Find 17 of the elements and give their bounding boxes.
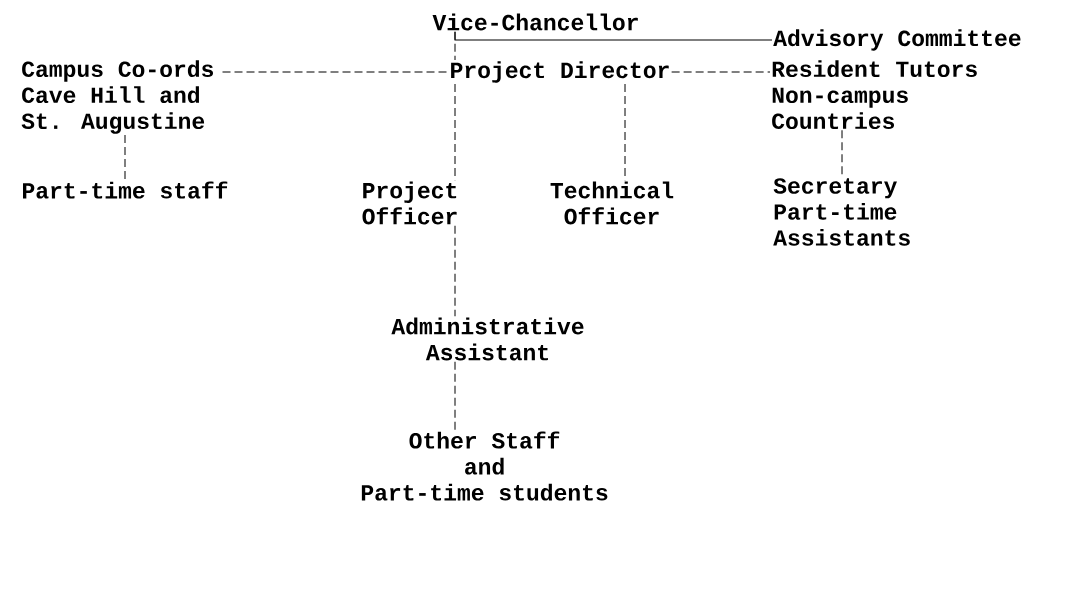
position-label: Administrative Assistant — [391, 317, 584, 361]
connector-line — [454, 361, 456, 431]
position-label: Part-time staff — [23, 181, 228, 199]
connector-line — [671, 71, 771, 73]
position-label: Project Officer — [362, 181, 457, 225]
connector-line — [454, 31, 773, 41]
position-label: Technical Officer — [550, 181, 674, 225]
position-label: Resident Tutors Non-campus Countries — [772, 60, 977, 130]
position-label: Vice-Chancellor — [432, 13, 638, 31]
position-label: Advisory Committee — [773, 29, 1021, 51]
connector-line — [222, 71, 449, 73]
connector-line — [124, 134, 126, 181]
position-label: Secretary Part-time Assistants — [773, 178, 910, 246]
position-label: Other Staff and Part-time students — [361, 431, 608, 501]
position-label: Campus Co-ords Cave Hill and St. Augustine — [21, 60, 213, 134]
connector-line — [454, 225, 456, 317]
position-label: Project Director — [451, 61, 669, 83]
